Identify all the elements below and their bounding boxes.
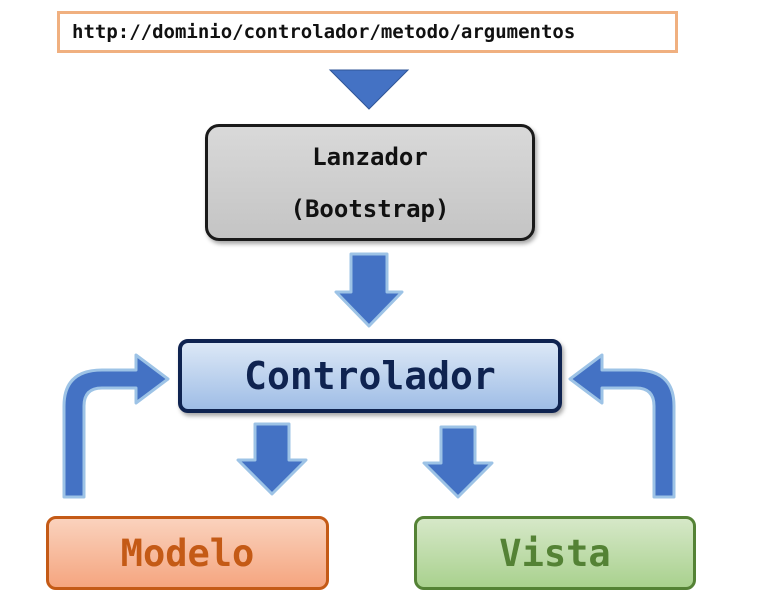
vista-label: Vista	[499, 531, 611, 575]
arrow-modelo-to-controlador	[62, 353, 170, 499]
modelo-label: Modelo	[120, 531, 255, 575]
arrow-controlador-to-modelo	[236, 422, 308, 496]
controlador-label: Controlador	[244, 354, 496, 398]
chevron-down-arrow	[328, 69, 410, 110]
arrow-vista-to-controlador	[568, 353, 676, 499]
modelo-box: Modelo	[46, 516, 329, 590]
controlador-box: Controlador	[178, 339, 562, 413]
arrow-controlador-to-vista	[422, 425, 494, 499]
url-text: http://dominio/controlador/metodo/argume…	[72, 21, 576, 43]
url-box: http://dominio/controlador/metodo/argume…	[57, 11, 678, 53]
lanzador-label: Lanzador	[312, 142, 428, 171]
vista-box: Vista	[414, 516, 696, 590]
lanzador-box: Lanzador (Bootstrap)	[205, 124, 535, 241]
lanzador-sublabel: (Bootstrap)	[290, 194, 450, 223]
arrow-lanzador-to-controlador	[334, 252, 404, 328]
